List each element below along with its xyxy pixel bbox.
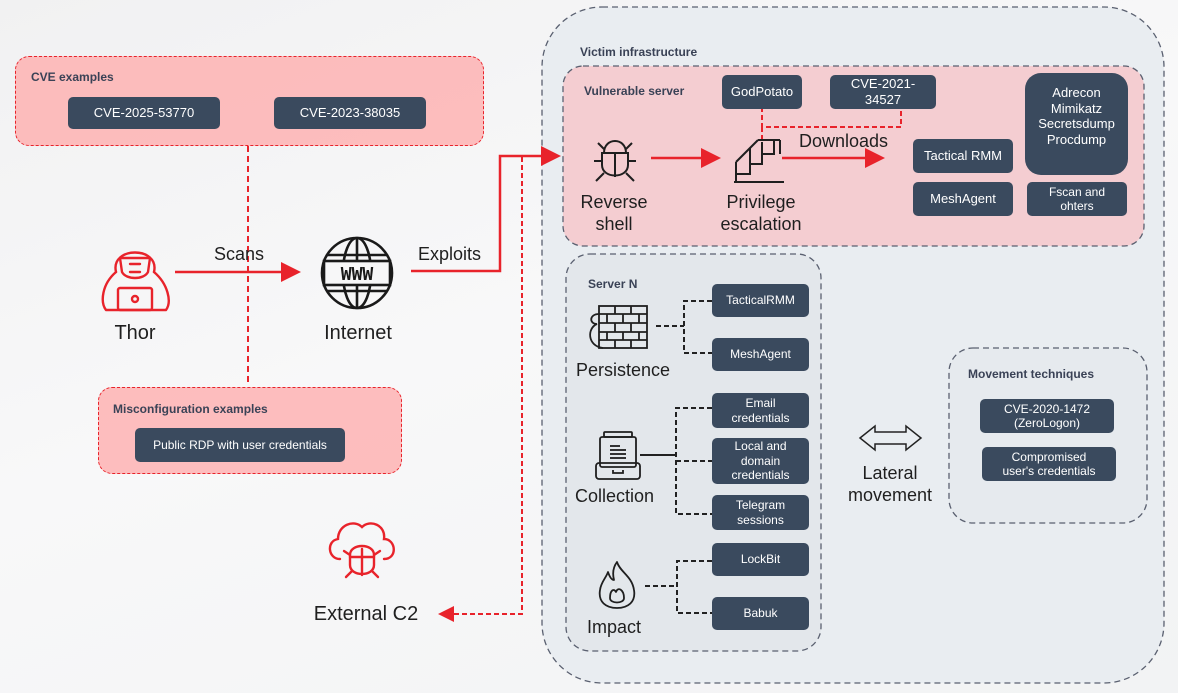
- document-tray-icon: [595, 431, 641, 480]
- misconfig-examples-title: Misconfiguration examples: [113, 402, 268, 416]
- internet-label: Internet: [324, 322, 392, 344]
- www-globe-icon: WWW: [320, 236, 394, 310]
- lateral-movement-label: Lateral movement: [847, 463, 933, 505]
- fscan-pill: Fscan and ohters: [1027, 182, 1127, 216]
- cve-pill: CVE-2023-38035: [274, 97, 426, 129]
- zerologon-pill: CVE-2020-1472 (ZeroLogon): [980, 399, 1114, 433]
- external-c2-label: External C2: [313, 603, 419, 625]
- vulnerable-server-title: Vulnerable server: [584, 84, 685, 98]
- movement-techniques-title: Movement techniques: [968, 367, 1095, 381]
- babuk-pill: Babuk: [712, 597, 809, 630]
- collection-label: Collection: [575, 486, 655, 506]
- exploits-label: Exploits: [418, 244, 482, 264]
- c2-dashed-arrow: [438, 157, 523, 622]
- compromised-credentials-pill: Compromised user's credentials: [982, 447, 1116, 481]
- cve-examples-title: CVE examples: [31, 70, 114, 84]
- telegram-sessions-pill: Telegram sessions: [712, 495, 809, 530]
- tacticalrmm-pill: TacticalRMM: [712, 284, 809, 317]
- misconfig-pill: Public RDP with user credentials: [135, 428, 345, 462]
- scans-label: Scans: [214, 244, 265, 264]
- hacker-icon: [101, 251, 170, 312]
- svg-text:WWW: WWW: [341, 264, 374, 285]
- cve-2021-34527-pill: CVE-2021-34527: [830, 75, 936, 109]
- meshagent-pill: MeshAgent: [913, 182, 1013, 216]
- bug-icon: [594, 140, 636, 182]
- email-credentials-pill: Email credentials: [712, 393, 809, 428]
- fire-icon: [598, 561, 636, 609]
- thor-label: Thor: [114, 322, 156, 344]
- lockbit-pill: LockBit: [712, 543, 809, 576]
- double-arrow-icon: [858, 424, 923, 452]
- misconfig-examples-panel: Misconfiguration examples Public RDP wit…: [98, 387, 402, 474]
- meshagent-pill: MeshAgent: [712, 338, 809, 371]
- impact-label: Impact: [587, 617, 642, 637]
- tactical-rmm-pill: Tactical RMM: [913, 139, 1013, 173]
- downloads-label: Downloads: [799, 131, 889, 151]
- cloud-bug-icon: [328, 522, 395, 579]
- cve-pill: CVE-2025-53770: [68, 97, 220, 129]
- server-n-title: Server N: [588, 277, 638, 291]
- brick-wall-icon: [589, 305, 648, 349]
- reverse-shell-label: Reverse shell: [580, 192, 648, 234]
- persistence-label: Persistence: [576, 360, 671, 380]
- victim-infrastructure-title: Victim infrastructure: [580, 45, 698, 59]
- godpotato-pill: GodPotato: [722, 75, 802, 109]
- local-domain-credentials-pill: Local and domain credentials: [712, 438, 809, 484]
- credential-tools-pill: Adrecon Mimikatz Secretsdump Procdump: [1025, 73, 1128, 175]
- stairs-icon: [734, 139, 784, 183]
- cve-examples-panel: CVE examples CVE-2025-53770 CVE-2023-380…: [15, 56, 484, 146]
- privilege-escalation-label: Privilege escalation: [720, 192, 802, 234]
